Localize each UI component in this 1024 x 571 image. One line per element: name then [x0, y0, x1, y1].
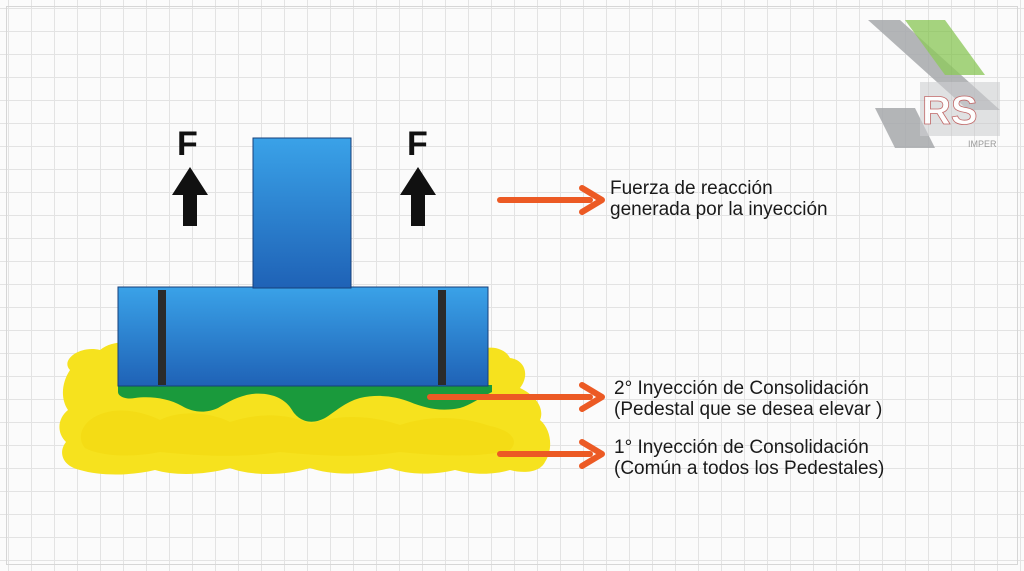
second-injection-area: [118, 385, 492, 422]
pedestal-column: [252, 137, 352, 289]
second-injection-pointer-arrow: [427, 382, 605, 412]
reaction-label-line1: Fuerza de reacción: [610, 178, 773, 199]
second-injection-label-line1: 2° Inyección de Consolidación: [614, 378, 869, 399]
left-anchor-bar: [158, 290, 166, 385]
first-injection-label-line1: 1° Inyección de Consolidación: [614, 437, 869, 458]
first-injection-label-line2: (Común a todos los Pedestales): [614, 458, 885, 479]
left-force-arrow: [172, 167, 208, 226]
pedestal-base: [117, 286, 489, 387]
first-injection-pointer-arrow: [497, 439, 605, 469]
right-anchor-bar: [438, 290, 446, 385]
first-injection-highlight: [80, 410, 514, 456]
rs-imper-logo: RS IMPER: [868, 20, 1000, 149]
left-force-label: F: [177, 125, 198, 163]
second-injection-label: 2° Inyección de Consolidación (Pedestal …: [614, 378, 882, 420]
second-injection-label-line2: (Pedestal que se desea elevar ): [614, 399, 883, 420]
first-injection-label: 1° Inyección de Consolidación (Común a t…: [614, 437, 884, 479]
right-force-arrow: [400, 167, 436, 226]
reaction-label-line2: generada por la inyección: [610, 199, 828, 220]
reaction-pointer-arrow: [497, 185, 605, 215]
logo-letters: RS: [922, 89, 978, 133]
right-force-label: F: [407, 125, 428, 163]
logo-subtitle: IMPER: [968, 139, 997, 149]
reaction-label: Fuerza de reacción generada por la inyec…: [610, 178, 828, 220]
